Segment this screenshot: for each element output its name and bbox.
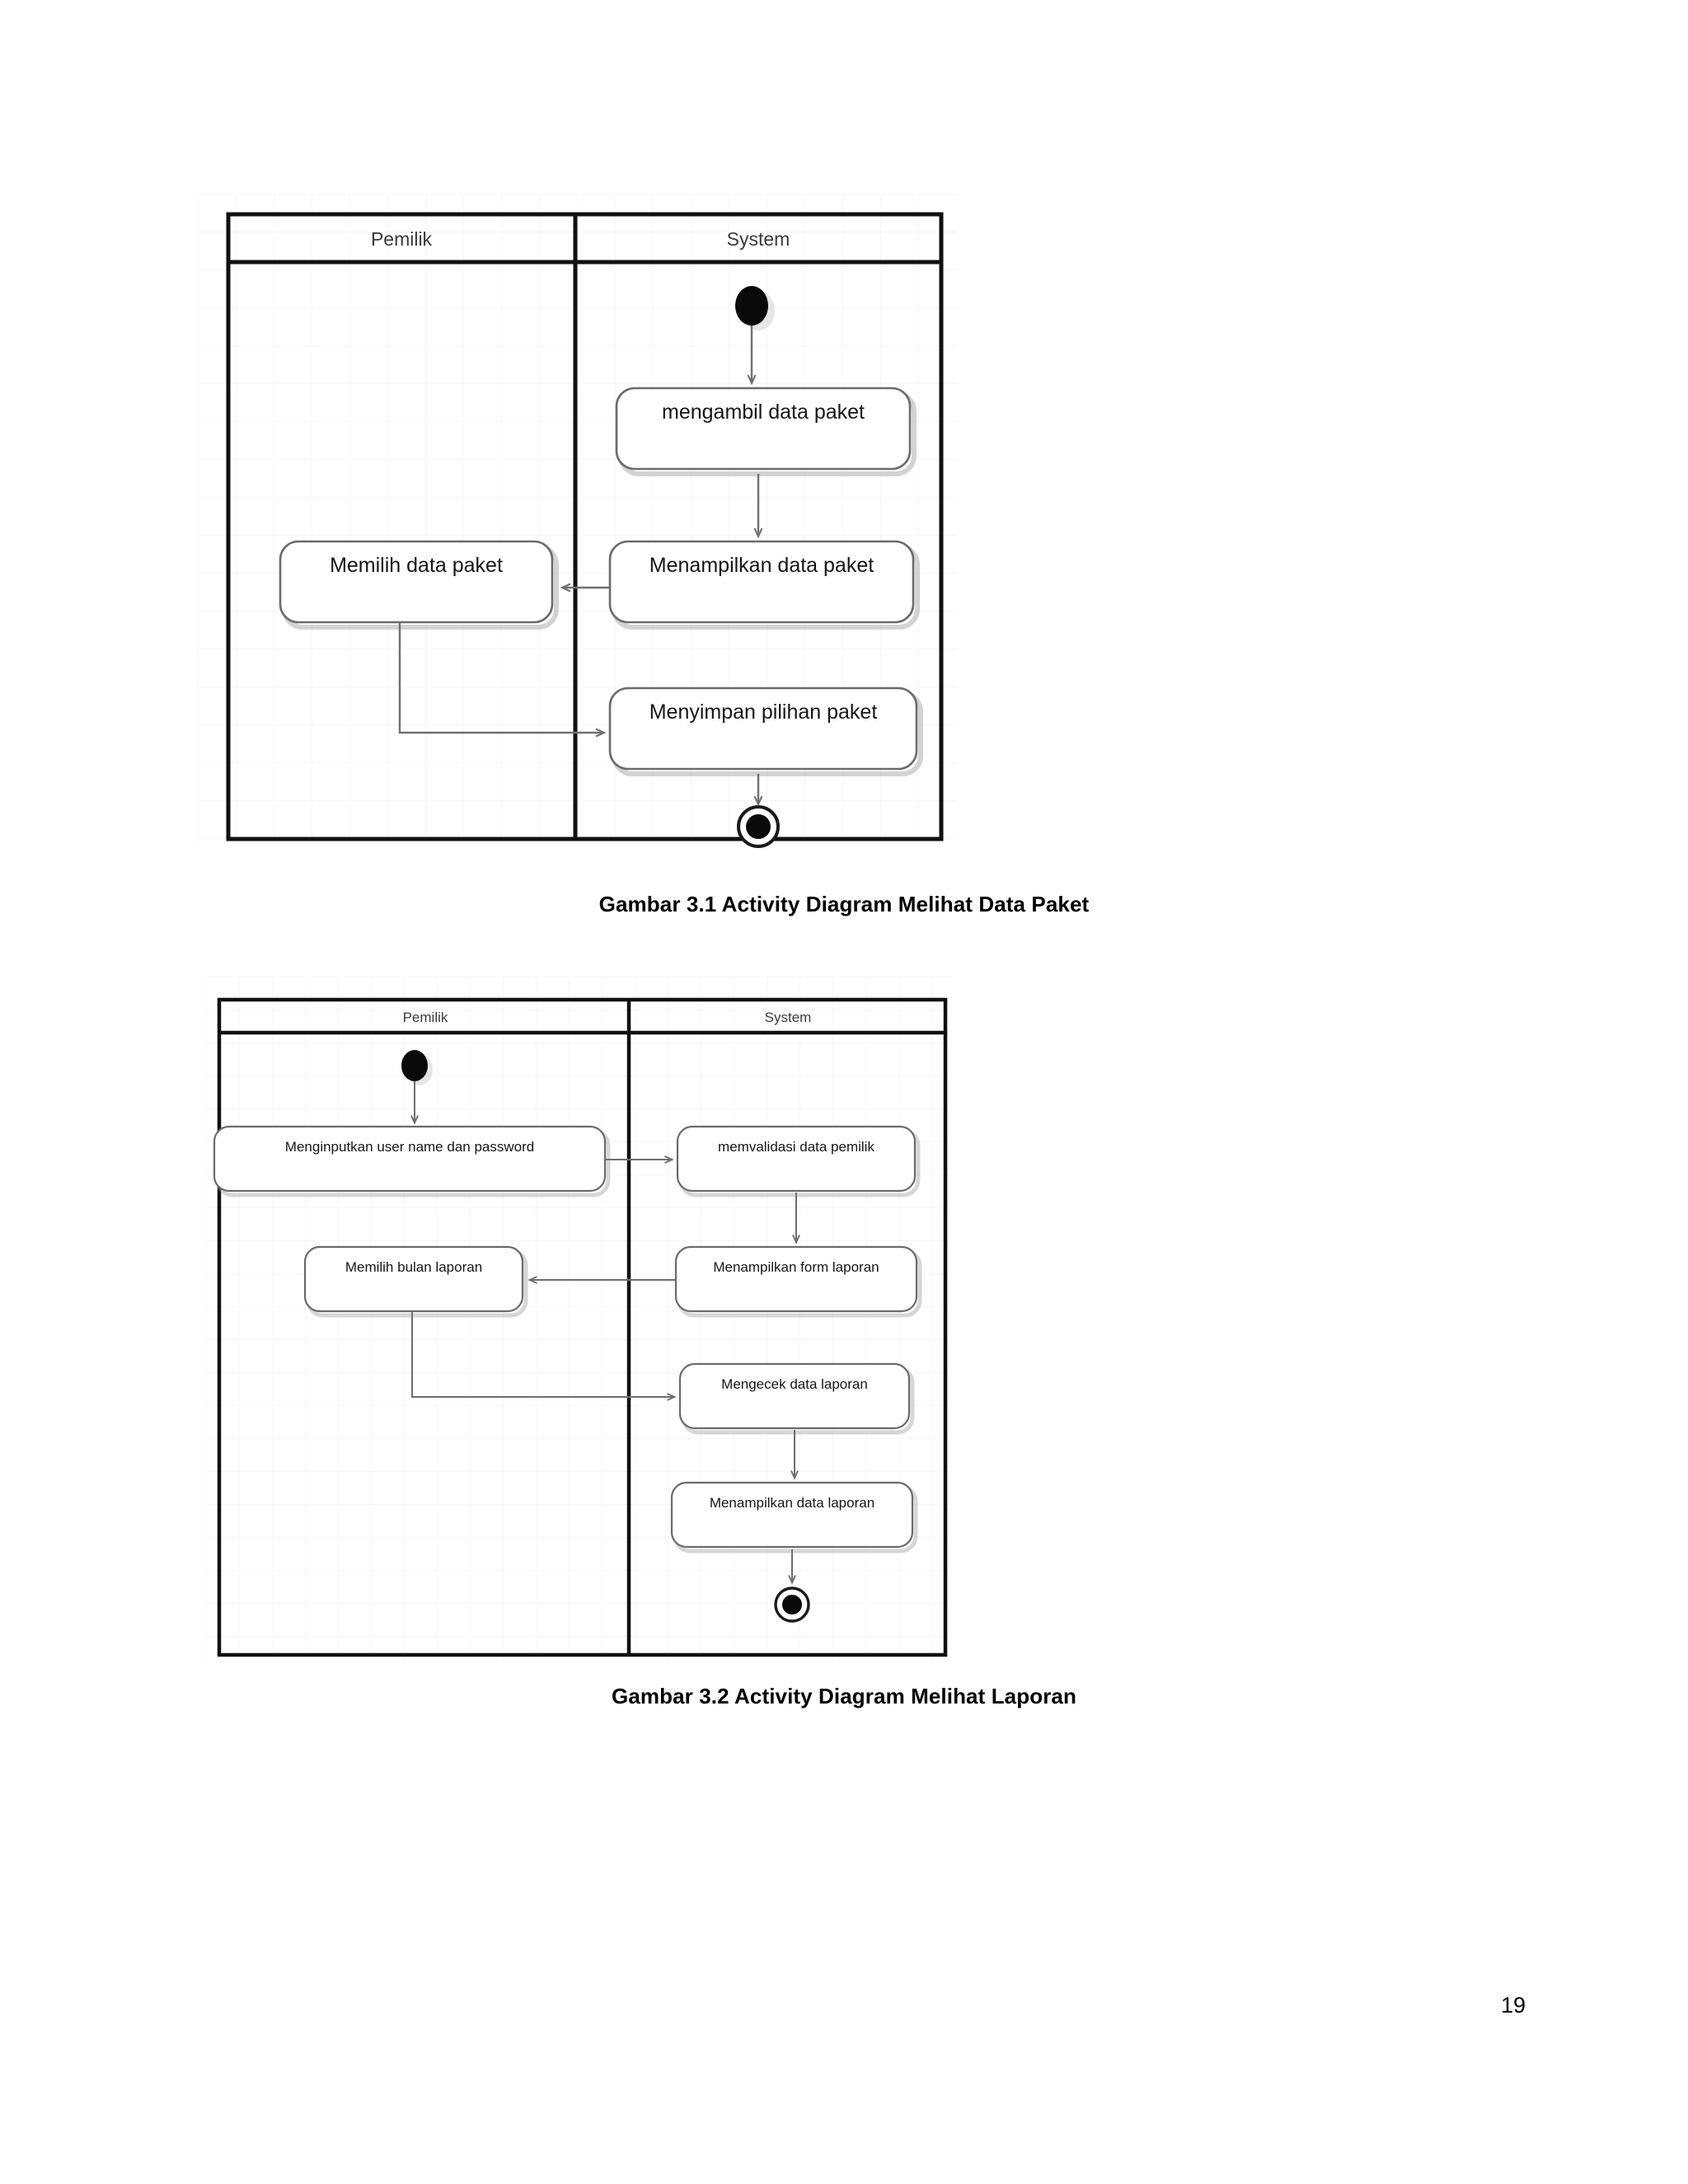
swimlane-frame — [226, 212, 944, 841]
action-label: Menyimpan pilihan paket — [649, 701, 878, 724]
action-label: Menampilkan form laporan — [713, 1259, 879, 1275]
swimlane-frame — [217, 997, 948, 1657]
action-label: Memilih bulan laporan — [345, 1259, 482, 1275]
action-label: Menginputkan user name dan password — [285, 1139, 534, 1155]
figure-1-caption: Gambar 3.1 Activity Diagram Melihat Data… — [598, 892, 1090, 916]
action-menyimpan-pilihan-paket: Menyimpan pilihan paket — [608, 687, 923, 776]
action-mengecek-data-laporan: Mengecek data laporan — [678, 1362, 915, 1435]
diagram-canvas-2: Pemilik System Menginputkan user name da… — [206, 977, 952, 1665]
action-label: Memilih data paket — [330, 554, 503, 577]
action-label: memvalidasi data pemilik — [718, 1139, 874, 1155]
edge-memilih-bulan-to-mengecek — [411, 1311, 674, 1397]
action-memilih-data-paket: Memilih data paket — [279, 540, 559, 630]
figure-2-caption: Gambar 3.2 Activity Diagram Melihat Lapo… — [612, 1684, 1076, 1708]
action-memvalidasi-data-pemilik: memvalidasi data pemilik — [676, 1125, 921, 1197]
action-menampilkan-data-laporan: Menampilkan data laporan — [670, 1481, 918, 1554]
lane-header-pemilik: Pemilik — [403, 1010, 448, 1025]
lane-header-system: System — [765, 1010, 812, 1025]
figure-activity-diagram-melihat-laporan: Pemilik System Menginputkan user name da… — [206, 977, 952, 1665]
action-menginputkan-user-name-dan-password: Menginputkan user name dan password — [213, 1125, 611, 1197]
initial-node — [735, 286, 775, 330]
action-menampilkan-data-paket: Menampilkan data paket — [608, 540, 920, 630]
figure-activity-diagram-melihat-data-paket: Pemilik System mengambil data paket — [198, 194, 956, 853]
diagram-canvas-1: Pemilik System mengambil data paket — [198, 194, 956, 853]
action-label: mengambil data paket — [662, 401, 865, 424]
action-label: Mengecek data laporan — [721, 1376, 868, 1392]
lane-header-pemilik: Pemilik — [371, 228, 433, 250]
action-label: Menampilkan data laporan — [710, 1495, 874, 1511]
initial-node — [401, 1050, 433, 1085]
edge-memilih-to-menyimpan — [398, 622, 603, 733]
action-label: Menampilkan data paket — [649, 554, 874, 577]
final-node — [737, 805, 780, 848]
action-mengambil-data-paket: mengambil data paket — [615, 387, 917, 476]
final-node — [774, 1586, 810, 1623]
grid-background — [206, 977, 952, 1659]
lane-header-system: System — [727, 228, 790, 250]
page-number: 19 — [1500, 1993, 1526, 2018]
action-menampilkan-form-laporan: Menampilkan form laporan — [674, 1245, 922, 1318]
action-memilih-bulan-laporan: Memilih bulan laporan — [303, 1245, 528, 1318]
